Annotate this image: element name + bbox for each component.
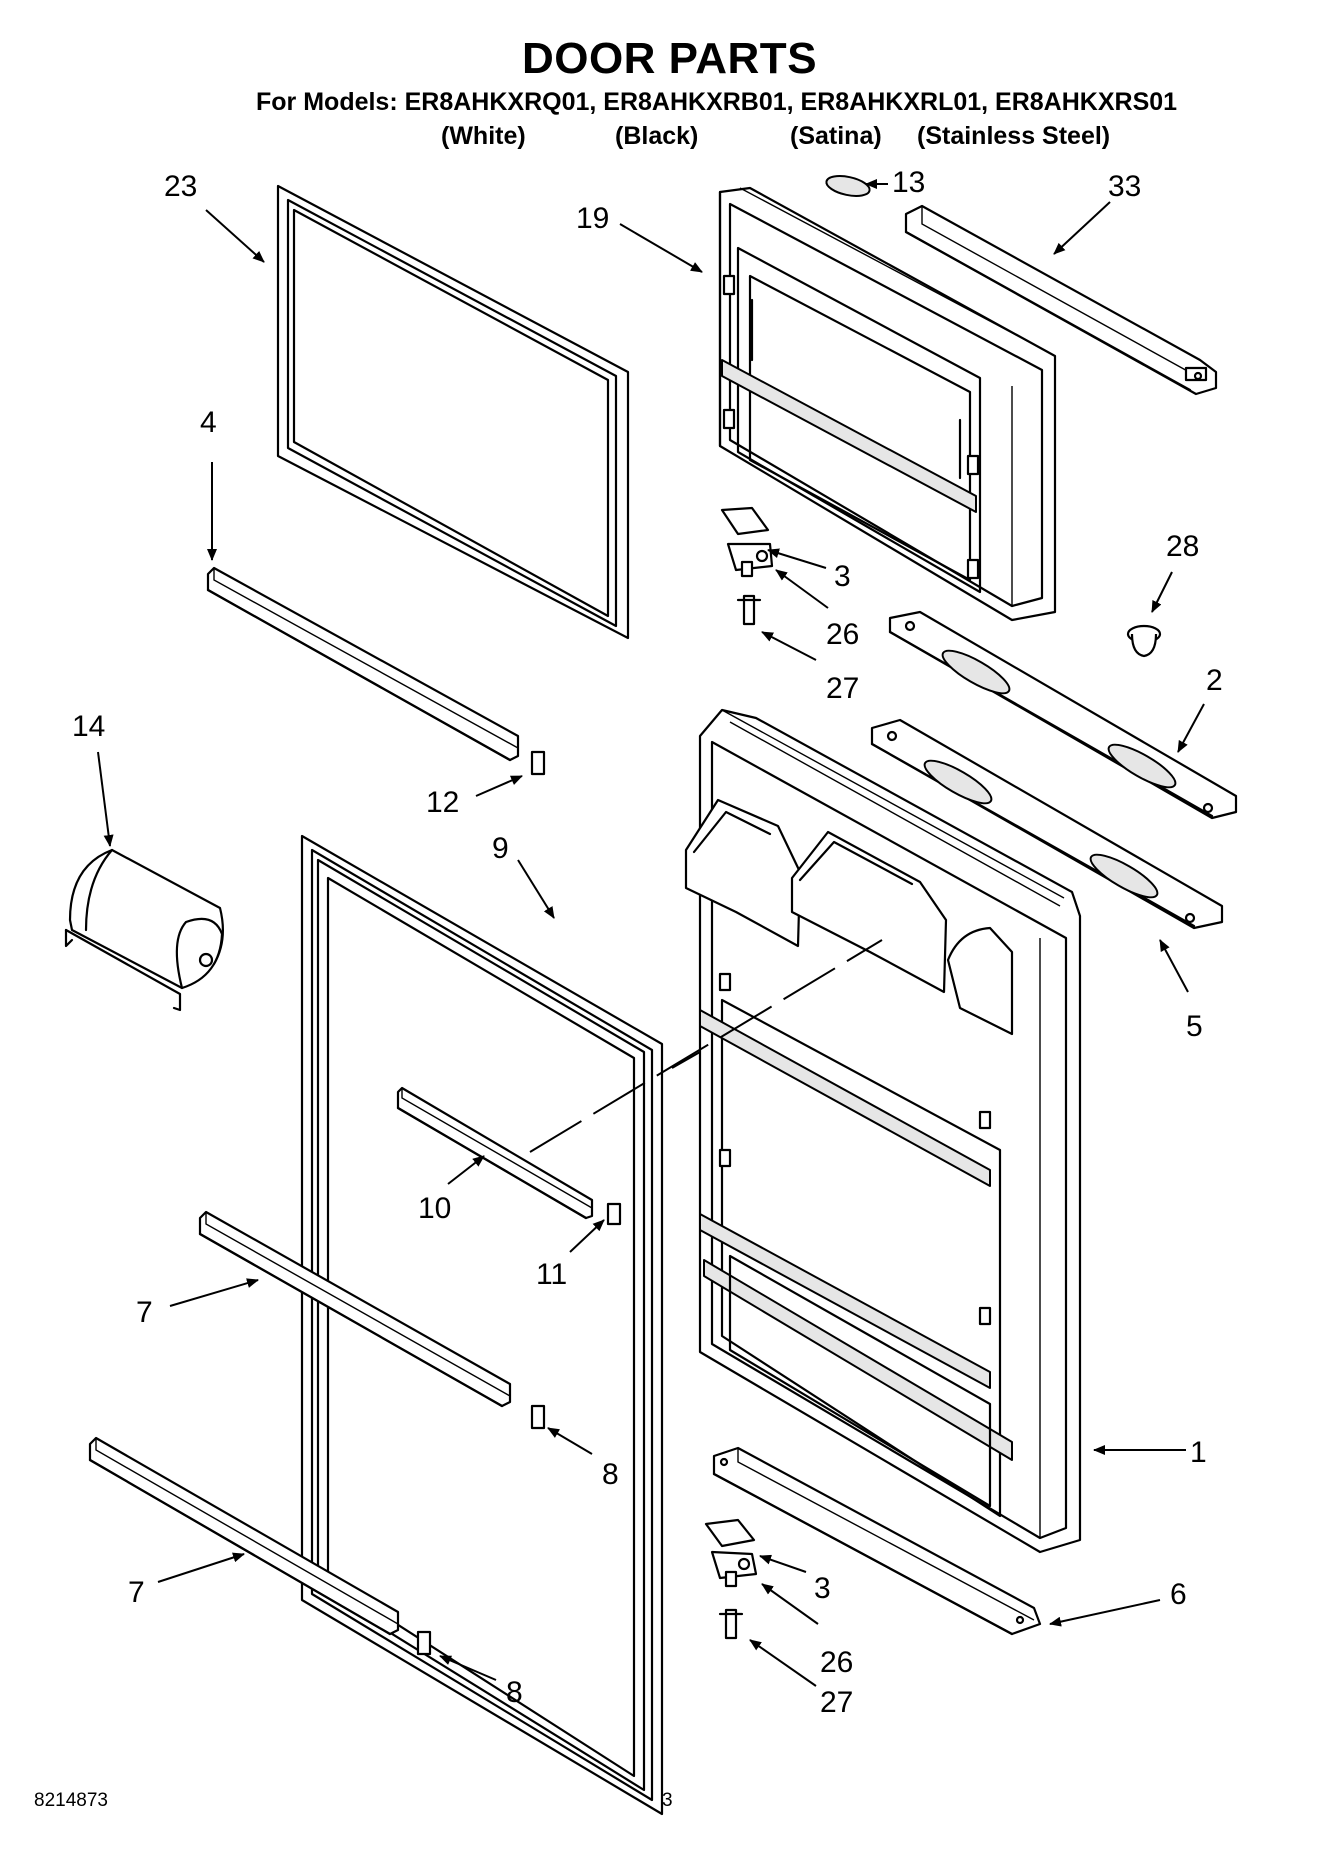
part-13-oval-cap [825,175,871,197]
callout-labels: 23 19 13 33 4 3 26 27 28 2 5 12 14 9 10 … [72,166,1223,1719]
callout-2: 2 [1206,664,1223,697]
part-8-lower-clip [416,1630,432,1656]
part-11-clip [606,1202,622,1226]
part-10-shelf-bar [396,1086,594,1220]
callout-14: 14 [72,710,105,743]
part-7-lower-bar [88,1436,400,1636]
callout-9: 9 [492,832,509,865]
callout-5: 5 [1186,1010,1203,1043]
assembly-dashed-line [529,939,883,1153]
callout-19: 19 [576,202,609,235]
callout-26-upper: 26 [826,618,859,651]
part-6-bottom-trim [712,1446,1042,1636]
callout-8-upper: 8 [602,1458,619,1491]
part-28-plug [1126,624,1162,658]
callout-4: 4 [200,406,217,439]
variant-white: (White) [441,122,526,150]
models-line: For Models: ER8AHKXRQ01, ER8AHKXRB01, ER… [256,88,1178,116]
callout-13: 13 [892,166,925,199]
assembly-line-stub [671,1051,701,1069]
variant-black: (Black) [615,122,699,150]
callout-12: 12 [426,786,459,819]
part-12-clip [530,750,546,776]
callout-11: 11 [536,1258,567,1291]
part-23-freezer-gasket [276,184,630,640]
part-7-upper-bar [198,1210,512,1408]
callout-10: 10 [418,1192,451,1225]
callout-7-lower: 7 [128,1576,145,1609]
callout-3-lower: 3 [814,1572,831,1605]
part-14-bin-cover [64,848,225,1012]
callout-27-upper: 27 [826,672,859,705]
part-9-refrigerator-gasket [300,834,664,1816]
variant-satina: (Satina) [790,122,882,150]
page-title: DOOR PARTS [521,34,818,83]
callout-7-upper: 7 [136,1296,153,1329]
part-4-retainer-bar [206,566,520,762]
page-number: 3 [662,1790,673,1811]
callout-3-upper: 3 [834,560,851,593]
callout-33: 33 [1108,170,1141,203]
callout-26-lower: 26 [820,1646,853,1679]
part-1-refrigerator-door [684,708,1082,1554]
part-8-upper-clip [530,1404,546,1430]
callout-8-lower: 8 [506,1676,523,1709]
callout-23: 23 [164,170,197,203]
leader-lines [97,179,1205,1687]
lower-hinge-assembly [704,1518,758,1640]
upper-hinge-assembly [720,506,774,626]
part-2-handle [888,610,1238,820]
part-19-freezer-door [718,186,1057,622]
doc-number: 8214873 [34,1790,108,1811]
part-5-handle [870,718,1224,930]
callout-1: 1 [1190,1436,1207,1469]
part-33-top-trim [904,204,1218,396]
variant-stainless-steel: (Stainless Steel) [917,122,1111,150]
callout-28: 28 [1166,530,1199,563]
callout-27-lower: 27 [820,1686,853,1719]
callout-6: 6 [1170,1578,1187,1611]
